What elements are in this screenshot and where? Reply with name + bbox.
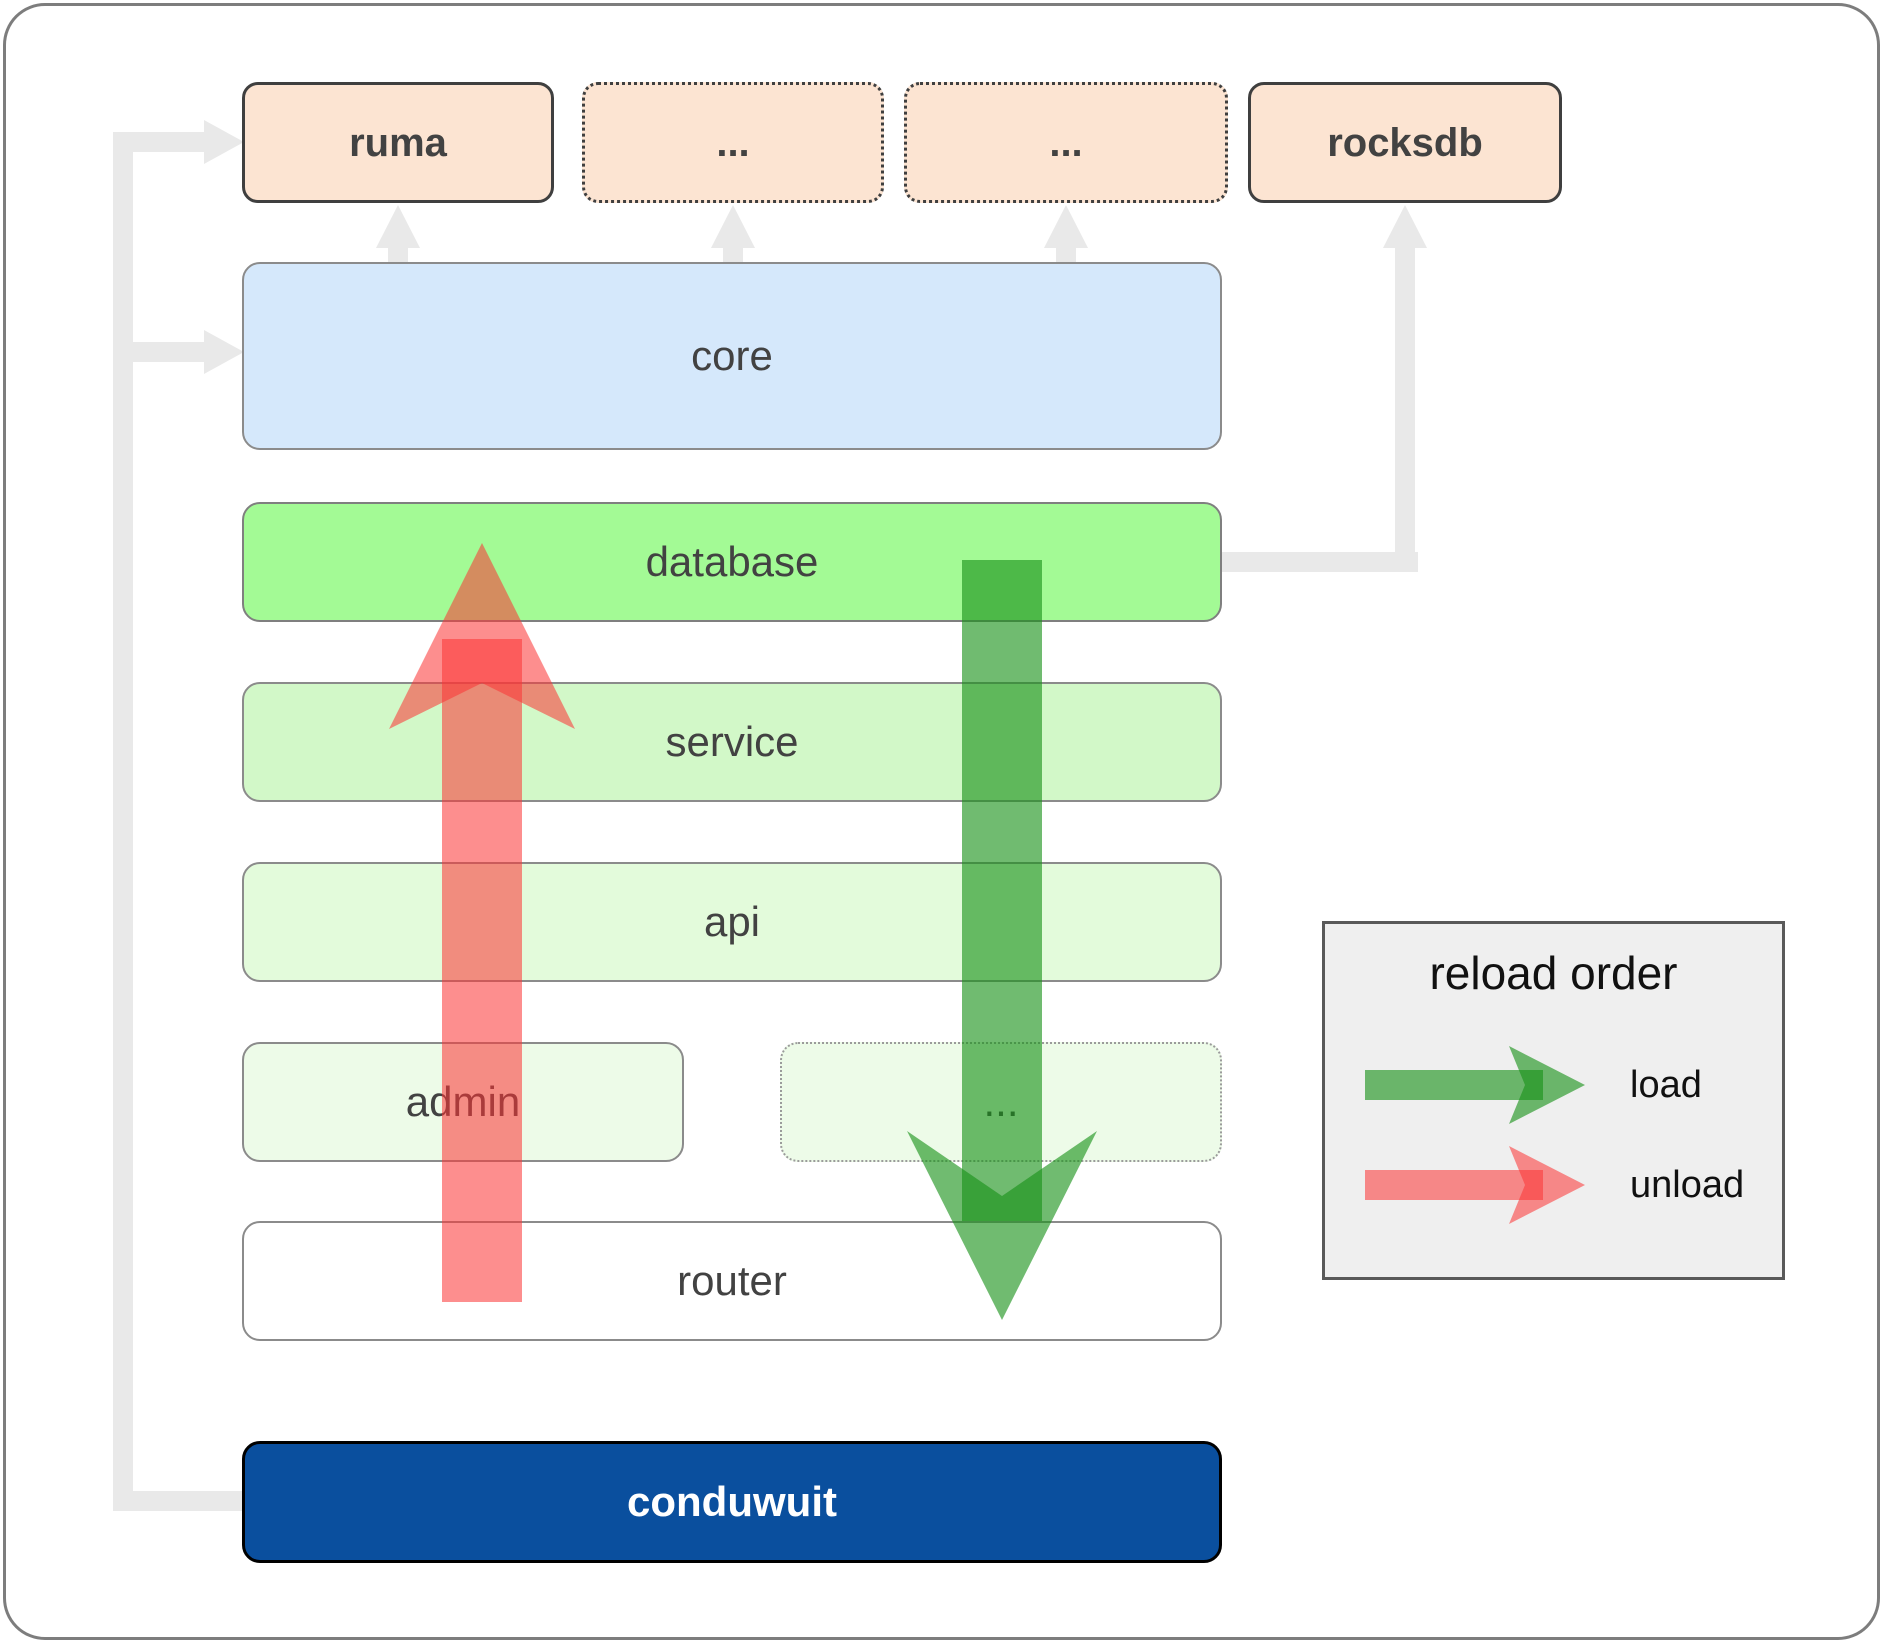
node-core-label: core: [691, 332, 773, 379]
node-rocksdb-label: rocksdb: [1327, 120, 1483, 165]
node-conduwuit-label: conduwuit: [627, 1478, 837, 1525]
node-admin: admin: [242, 1042, 684, 1162]
node-other-crate-1: ...: [582, 82, 884, 203]
legend-unload-label: unload: [1630, 1164, 1745, 1206]
node-router: router: [242, 1221, 1222, 1341]
legend-load-arrow-icon: [1509, 1046, 1585, 1124]
legend-unload-arrow-icon: [1509, 1146, 1585, 1224]
legend-load-arrow-shaft: [1365, 1070, 1543, 1100]
legend: reload order load unload: [1322, 921, 1785, 1280]
node-conduwuit: conduwuit: [242, 1441, 1222, 1563]
node-ruma-label: ruma: [349, 120, 447, 165]
diagram-frame: [3, 3, 1880, 1640]
node-other-crate-1-label: ...: [716, 120, 750, 165]
node-core: core: [242, 262, 1222, 450]
node-other-service-label: ...: [983, 1078, 1019, 1125]
node-rocksdb: rocksdb: [1248, 82, 1562, 203]
legend-title: reload order: [1429, 947, 1678, 999]
node-service-label: service: [665, 718, 799, 765]
node-api: api: [242, 862, 1222, 982]
node-service: service: [242, 682, 1222, 802]
node-router-label: router: [677, 1257, 787, 1304]
node-database: database: [242, 502, 1222, 622]
node-admin-label: admin: [405, 1078, 521, 1125]
legend-unload-arrow-shaft: [1365, 1170, 1543, 1200]
node-api-label: api: [703, 898, 761, 945]
node-other-crate-2: ...: [904, 82, 1228, 203]
node-database-label: database: [645, 538, 819, 585]
legend-load-label: load: [1630, 1064, 1702, 1106]
node-other-service: ...: [780, 1042, 1222, 1162]
node-ruma: ruma: [242, 82, 554, 203]
node-other-crate-2-label: ...: [1049, 120, 1083, 165]
